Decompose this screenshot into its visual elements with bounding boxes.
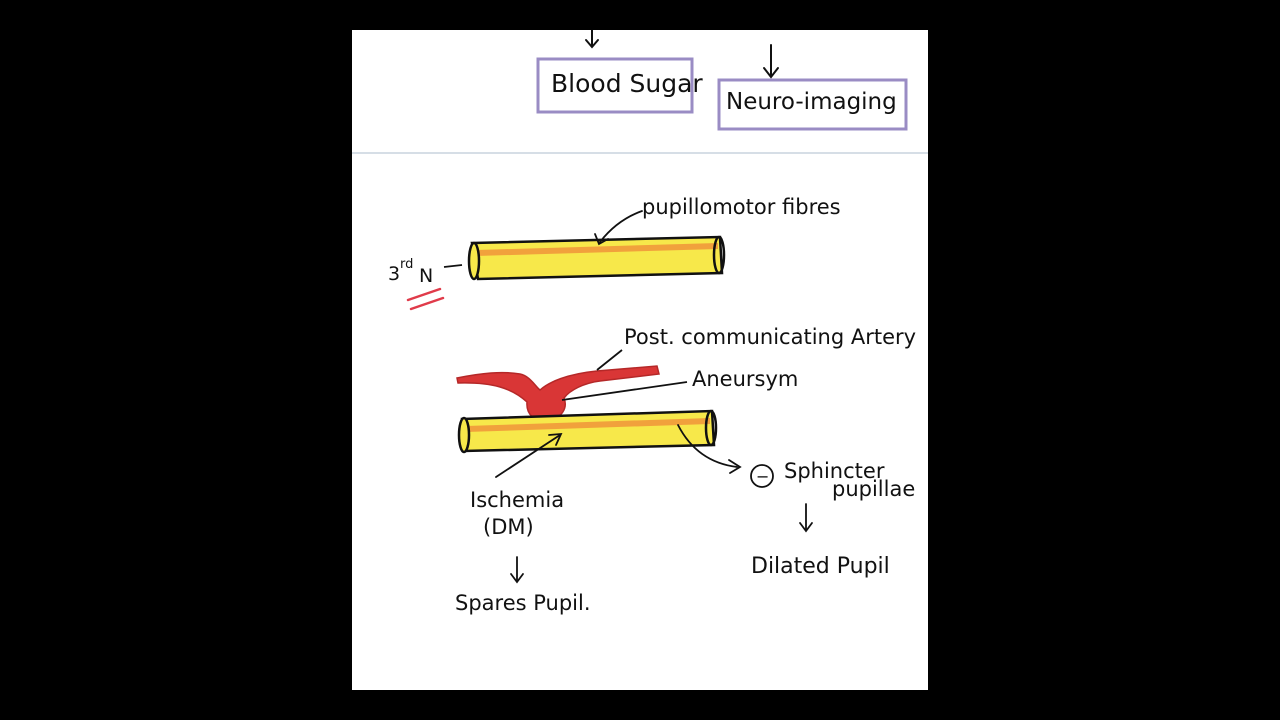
third-nerve-letter: N xyxy=(419,265,433,287)
third-nerve-pointer xyxy=(443,264,463,268)
third-nerve-label: 3 rd N xyxy=(388,257,463,287)
pcom-pointer xyxy=(596,349,623,371)
neuro-imaging-label: Neuro-imaging xyxy=(726,89,897,115)
pcom-label: Post. communicating Artery xyxy=(624,325,916,349)
blood-sugar-box xyxy=(536,57,694,114)
red-underline-mark xyxy=(406,287,445,311)
minus-circle-icon: − xyxy=(750,464,774,488)
third-nerve-upper xyxy=(467,235,726,281)
arrow-to-blood-sugar xyxy=(585,29,599,49)
minus-sign: − xyxy=(756,467,769,486)
arrow-to-spares-pupil xyxy=(510,556,524,584)
whiteboard-page: Blood Sugar Neuro-imaging pupillomotor f… xyxy=(352,29,928,690)
ischemia-arrow xyxy=(495,432,563,478)
dilated-pupil-label: Dilated Pupil xyxy=(751,554,890,579)
pupillae-label: pupillae xyxy=(832,477,915,501)
arrow-to-neuro-imaging xyxy=(763,44,779,79)
aneurysm-pointer xyxy=(561,381,688,401)
pcom-artery xyxy=(456,365,660,422)
neuro-imaging-box xyxy=(717,78,908,131)
spares-pupil-label: Spares Pupil. xyxy=(455,591,591,615)
sphincter-label: Sphincter xyxy=(784,459,885,483)
pupillomotor-label: pupillomotor fibres xyxy=(642,195,841,219)
ischemia-label: Ischemia xyxy=(470,488,564,512)
diagram-canvas: Blood Sugar Neuro-imaging pupillomotor f… xyxy=(352,29,928,615)
arrow-to-dilated-pupil xyxy=(799,503,813,533)
pupillomotor-arrow xyxy=(594,210,643,246)
third-nerve-superscript: rd xyxy=(400,257,413,272)
dm-label: (DM) xyxy=(483,515,534,539)
third-nerve-number: 3 xyxy=(388,263,400,285)
aneurysm-label: Aneursym xyxy=(692,367,798,391)
blood-sugar-label: Blood Sugar xyxy=(551,69,703,98)
arrow-to-sphincter xyxy=(677,424,742,474)
third-nerve-lower xyxy=(457,409,718,454)
